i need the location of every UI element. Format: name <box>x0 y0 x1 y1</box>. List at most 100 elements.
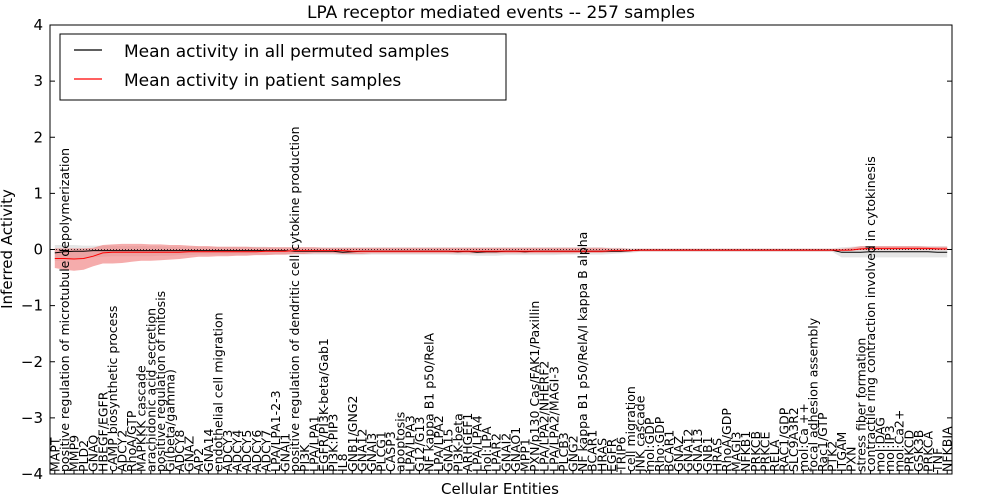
category-label: IL8 <box>335 453 350 472</box>
category-label: GNB1/GNG2 <box>345 396 360 472</box>
category-label: GNG2 <box>566 435 581 472</box>
category-label: hol:LPA <box>479 426 494 472</box>
category-label: GNA14 <box>201 428 216 472</box>
category-label: ADCY6 <box>249 430 264 472</box>
category-label: Rho:GDP <box>652 416 667 472</box>
category-label: NFKB1 <box>738 431 753 472</box>
category-label: GSK3B <box>911 430 926 472</box>
category-label: LPA/LPA1-2-3 <box>268 390 283 472</box>
category-label: GNAO1 <box>508 427 523 472</box>
category-label: LPAR2 <box>489 433 504 472</box>
category-label: cell migration <box>623 386 638 472</box>
category-label: PLCB3 <box>556 432 571 472</box>
category-label: HRAS <box>594 438 609 472</box>
category-label: GNA12 <box>354 429 369 473</box>
chart-title: LPA receptor mediated events -- 257 samp… <box>307 3 695 23</box>
category-label: LPA/LPA2/MAGI-3 <box>546 366 561 472</box>
category-label: endothelial cell migration <box>210 312 225 472</box>
patient-band-layer <box>54 243 948 271</box>
plot-frame <box>49 24 953 475</box>
category-label: GNAZ <box>182 436 197 472</box>
category-label: Gi(beta/gamma) <box>162 369 177 472</box>
category-label: focal adhesion assembly <box>805 317 820 472</box>
category-label: SLC9A3R2 <box>786 407 801 472</box>
category-label: RELA <box>767 439 782 472</box>
category-label: NF kappa B1 p50/RelA/I kappa B alpha <box>575 232 590 472</box>
category-label: CASP3 <box>383 431 398 472</box>
series-line-patient <box>54 247 948 260</box>
category-label: GNAI3 <box>364 433 379 472</box>
category-label: PLD2 <box>76 440 91 472</box>
category-label: PI3K <box>297 444 312 472</box>
category-label: LPA/LPA3 <box>402 415 417 472</box>
category-label: mol:Ca ++ <box>796 403 811 472</box>
category-label: GNA15 <box>441 429 456 473</box>
category-label: ARHGEF1 <box>460 413 475 472</box>
y-tick-label: −4 <box>21 465 43 483</box>
y-tick-label: 1 <box>33 184 43 202</box>
category-label: PI3K-beta <box>450 413 465 472</box>
category-label: ADCY5 <box>239 430 254 472</box>
category-label: G12/G13 <box>412 417 427 472</box>
category-label: PLCG1 <box>374 431 389 472</box>
category-label: apoptosis <box>393 412 408 472</box>
category-label: NFKBIA <box>940 426 955 472</box>
category-label: AP2 <box>191 448 206 472</box>
category-label: positive regulation of mitosis <box>153 291 168 472</box>
category-label: Rac1/GTP <box>815 412 830 472</box>
category-label: ADCY2 <box>115 430 130 472</box>
category-label: mol:GDP <box>642 417 657 472</box>
legend-box <box>59 33 507 101</box>
category-label: RhoA/GDP <box>719 408 734 472</box>
category-label: mol:Ca2+ <box>892 410 907 472</box>
category-label: RAC1/GDP <box>777 407 792 472</box>
x-axis-label: Cellular Entities <box>441 480 559 498</box>
category-label: cAMP biosynthetic process <box>105 306 120 472</box>
y-axis-label: Inferred Activity <box>0 189 16 309</box>
category-label: MAGI3 <box>729 432 744 472</box>
category-label: LPA/LPA4 <box>470 415 485 472</box>
category-label: LPA/LPA1 <box>306 415 321 472</box>
category-label: ADCY8 <box>172 430 187 472</box>
category-label: arachidonic acid secretion <box>143 308 158 472</box>
category-label: JNK cascade <box>633 395 648 473</box>
category-label: ITGAM <box>834 432 849 472</box>
category-label: HBEGF/EGFR <box>95 391 110 472</box>
category-label: positive regulation of microtubule depol… <box>57 148 72 472</box>
legend: Mean activity in all permuted samples Me… <box>59 33 507 101</box>
category-label: GNAI2 <box>498 433 513 472</box>
category-label: PRKCA <box>921 431 936 472</box>
category-label: GNB1 <box>700 436 715 472</box>
category-label: PTK2 <box>825 441 840 472</box>
category-label: BCAR1 <box>661 430 676 472</box>
y-tick-label: 3 <box>33 72 43 90</box>
patient-band <box>54 243 948 271</box>
category-label: EGFR/PI3K-beta/Gab1 <box>316 338 331 472</box>
category-label: GNAZ <box>671 436 686 472</box>
category-label: LPA/LPA2 <box>431 415 446 472</box>
category-label: RhoA/GTP <box>124 410 139 472</box>
category-label: MPP1 <box>518 438 533 472</box>
y-tick-label: 4 <box>33 16 43 34</box>
category-label: PRKCE <box>757 432 772 472</box>
category-label: LPA/LPA2/NHERF2 <box>537 361 552 472</box>
category-label: positive regulation of dendritic cell cy… <box>287 126 302 472</box>
category-label: ADCY3 <box>220 430 235 472</box>
legend-label-permuted: Mean activity in all permuted samples <box>124 42 449 62</box>
category-label: TNF <box>930 448 945 473</box>
category-label: BCAR1 <box>585 430 600 472</box>
category-label: MAPT <box>47 437 62 472</box>
y-tick-label: 0 <box>33 241 43 259</box>
category-label: GNA12 <box>681 429 696 473</box>
category-label: NF kappa B1 p50/RelA <box>422 332 437 472</box>
series-layer <box>54 247 948 260</box>
category-label: GNAQ <box>86 435 101 472</box>
category-label: PRKCB <box>748 431 763 472</box>
y-tick-label: −2 <box>21 353 43 371</box>
legend-label-patient: Mean activity in patient samples <box>124 71 401 91</box>
y-tick-label: 2 <box>33 128 43 146</box>
category-label: HRAS <box>709 438 724 472</box>
category-label: TRIP6 <box>613 436 628 473</box>
